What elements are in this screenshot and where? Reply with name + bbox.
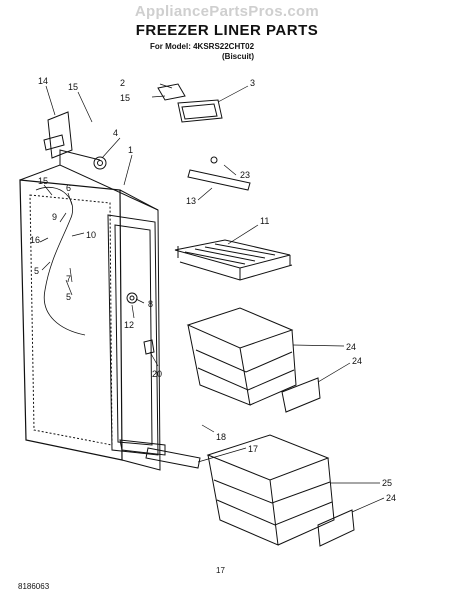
clip-19-drawing (143, 339, 155, 355)
callout-16: 16 (30, 235, 40, 245)
finish-line: (Biscuit) (222, 52, 254, 61)
basket-front-24a-drawing (281, 377, 321, 413)
cover-3-drawing (177, 99, 223, 123)
callout-23: 24 (346, 342, 356, 352)
callout-17: 17 (248, 444, 258, 454)
support-13-drawing (187, 156, 251, 191)
callout-3: 3 (250, 78, 255, 88)
callout-10: 8 (148, 299, 153, 309)
bracket-14-drawing (43, 111, 73, 159)
callout-15-top: 15 (68, 82, 78, 92)
callout-25: 25 (382, 478, 392, 488)
callout-15-left: 15 (38, 176, 48, 186)
callout-5-left: 5 (34, 266, 39, 276)
callout-8: 9 (52, 212, 57, 222)
callout-24-lower: 24 (386, 493, 396, 503)
basket-23-drawing (186, 307, 297, 406)
callout-2: 2 (120, 78, 125, 88)
page-title: FREEZER LINER PARTS (135, 22, 319, 39)
basket-25-drawing (206, 434, 335, 546)
callout-7: 7 (66, 274, 71, 284)
callout-14: 14 (38, 76, 48, 86)
callout-24-upper: 24 (352, 356, 362, 366)
page-number: 17 (216, 566, 225, 575)
wire-shelf-11-drawing (174, 239, 293, 281)
callout-9: 10 (86, 230, 96, 240)
trim-17-drawing (145, 447, 201, 469)
callout-12: 12 (124, 320, 134, 330)
model-line: For Model: 4KSRS22CHT02 (150, 42, 255, 51)
callout-19: 20 (152, 369, 162, 379)
callout-18: 18 (216, 432, 226, 442)
knob-4-drawing (93, 156, 107, 170)
callout-6: 6 (66, 183, 71, 193)
callout-15-mid: 15 (120, 93, 130, 103)
document-number: 8186063 (18, 582, 50, 591)
callout-4: 4 (113, 128, 118, 138)
bracket-2-drawing (157, 83, 186, 101)
callout-13: 13 (186, 196, 196, 206)
freezer-liner-drawing (19, 149, 166, 471)
callout-1: 1 (128, 145, 133, 155)
callout-20: 23 (240, 170, 250, 180)
callout-5-lower: 5 (66, 292, 71, 302)
basket-front-24b-drawing (317, 509, 355, 547)
callout-11: 11 (260, 216, 269, 226)
site-watermark: AppliancePartsPros.com (134, 3, 320, 20)
leader-lines (39, 83, 385, 513)
grommet-10-drawing (126, 292, 138, 304)
